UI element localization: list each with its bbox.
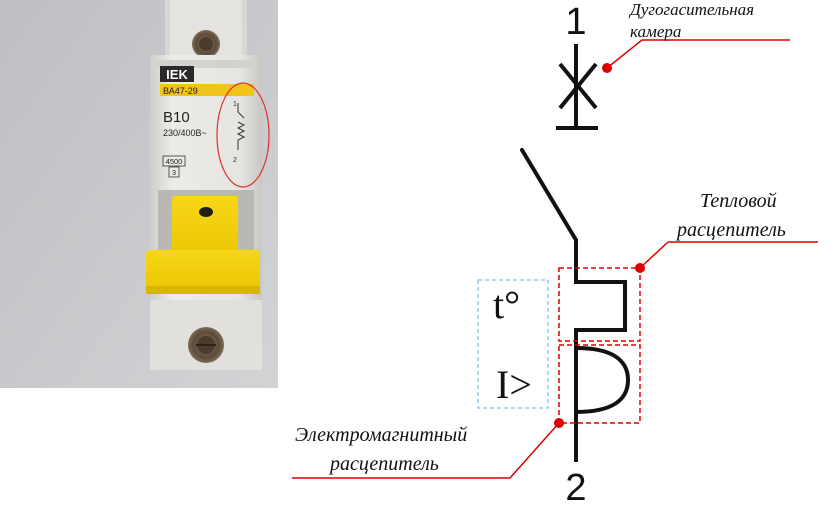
rating-text: B10 <box>163 109 190 126</box>
terminal-bottom-label: 2 <box>565 467 586 509</box>
model-strip <box>160 84 254 96</box>
brand-text: IEK <box>166 67 188 82</box>
magnetic-symbol: I> <box>496 362 532 407</box>
thermal-symbol: t° <box>493 282 520 327</box>
model-text: ВА47-29 <box>163 86 198 96</box>
electromagnetic-release-box <box>558 344 641 424</box>
arc-chamber-label-line1: Дугогасительная <box>628 0 754 19</box>
arc-chamber-label-line2: камера <box>630 22 681 41</box>
arc-chamber-symbol <box>556 44 598 130</box>
mini-terminal-bottom: 2 <box>233 157 237 164</box>
voltage-text: 230/400В~ <box>163 128 207 138</box>
thermal-label-line1: Тепловой <box>700 190 777 212</box>
brand-logo <box>160 66 194 82</box>
thermal-callout <box>635 241 818 273</box>
terminal-top-label: 1 <box>565 1 586 43</box>
handle-hole <box>199 207 213 217</box>
symbol-legend-box <box>477 279 549 409</box>
electromagnetic-label-line1: Электромагнитный <box>295 424 467 446</box>
breaking-capacity-text: 4500 <box>166 157 183 166</box>
electromagnetic-label-line2: расцепитель <box>328 453 439 475</box>
mini-terminal-top: 1 <box>233 101 237 108</box>
switch-contact <box>520 148 627 350</box>
handle-lever <box>146 250 260 294</box>
class-text: 3 <box>172 168 176 177</box>
magnetic-coil-symbol <box>575 346 631 414</box>
arc-chamber-callout <box>602 39 790 73</box>
thermal-release-box <box>558 267 641 342</box>
electromagnetic-callout <box>292 418 564 479</box>
mini-breaker-symbol <box>236 103 246 150</box>
toggle-handle <box>172 196 238 266</box>
symbol-highlight-ellipse <box>216 82 270 188</box>
breaker-photo: IEK ВА47-29 B10 230/400В~ 4500 3 1 2 <box>0 0 278 388</box>
thermal-label-line2: расцепитель <box>675 219 786 241</box>
